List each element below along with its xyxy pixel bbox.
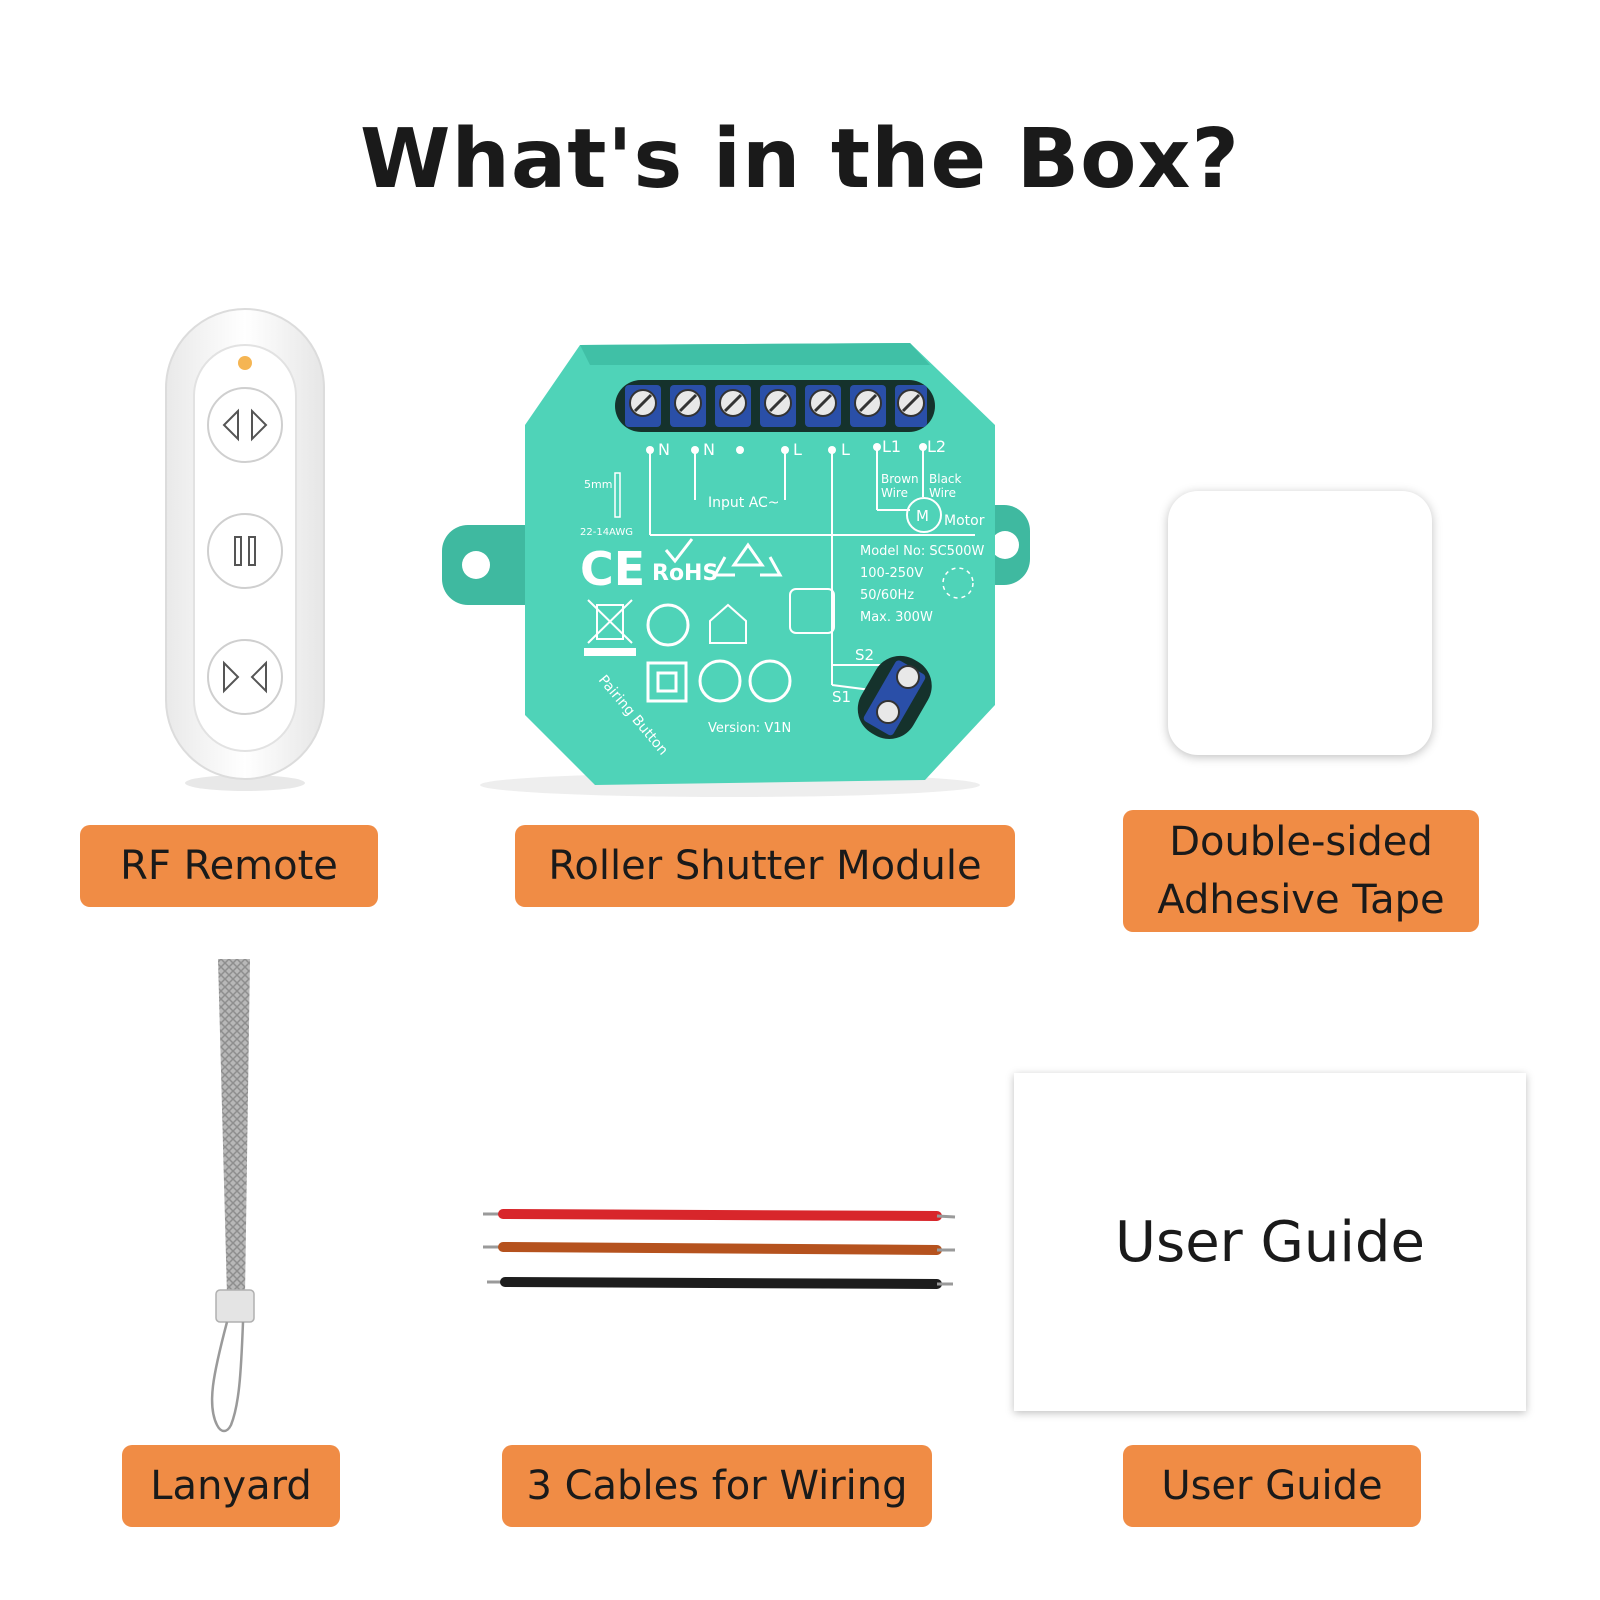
label-cables: 3 Cables for Wiring bbox=[502, 1445, 932, 1527]
svg-text:Motor: Motor bbox=[944, 513, 985, 529]
svg-text:Version: V1N: Version: V1N bbox=[708, 721, 791, 736]
pause-icon bbox=[234, 536, 256, 566]
weee-bin-icon bbox=[584, 599, 636, 656]
tidy-man-icon bbox=[698, 659, 742, 703]
svg-text:Wire: Wire bbox=[881, 486, 908, 500]
svg-text:RoHS: RoHS bbox=[652, 561, 718, 586]
red-cable bbox=[483, 1209, 956, 1221]
motor-symbol-icon bbox=[906, 497, 942, 533]
label-lanyard: Lanyard bbox=[122, 1445, 340, 1527]
svg-text:Wire: Wire bbox=[929, 486, 956, 500]
brown-cable bbox=[483, 1242, 955, 1255]
up-down-switch-icon bbox=[789, 588, 835, 634]
svg-text:Max. 300W: Max. 300W bbox=[860, 610, 933, 625]
svg-text:S2: S2 bbox=[855, 646, 874, 664]
wiring-cables bbox=[483, 1209, 956, 1289]
svg-text:L: L bbox=[841, 440, 850, 459]
label-roller-shutter-module: Roller Shutter Module bbox=[515, 825, 1015, 907]
svg-text:N: N bbox=[703, 440, 715, 459]
stop-button[interactable] bbox=[207, 513, 283, 589]
house-icon bbox=[709, 603, 747, 644]
dashed-ring-icon bbox=[942, 567, 974, 599]
lanyard bbox=[210, 959, 255, 1433]
svg-text:CE: CE bbox=[580, 542, 645, 596]
svg-text:Input AC~: Input AC~ bbox=[708, 495, 780, 511]
rf-remote bbox=[165, 308, 325, 791]
close-button[interactable] bbox=[207, 639, 283, 715]
user-guide-booklet: User Guide bbox=[1014, 1073, 1526, 1411]
svg-text:S1: S1 bbox=[832, 688, 851, 706]
black-cable bbox=[487, 1277, 953, 1289]
adhesive-tape bbox=[1168, 491, 1432, 755]
svg-text:22-14AWG: 22-14AWG bbox=[580, 527, 633, 538]
svg-text:L2: L2 bbox=[927, 437, 946, 456]
svg-text:50/60Hz: 50/60Hz bbox=[860, 588, 914, 603]
green-dot-icon-2 bbox=[748, 659, 792, 703]
rohs-check-icon bbox=[664, 538, 694, 564]
svg-text:M: M bbox=[916, 507, 929, 525]
led-indicator-icon bbox=[238, 356, 252, 370]
svg-text:100-250V: 100-250V bbox=[860, 566, 923, 581]
page-title: What's in the Box? bbox=[360, 112, 1240, 207]
lanyard-clip bbox=[215, 1289, 255, 1323]
svg-text:N: N bbox=[658, 440, 670, 459]
open-button[interactable] bbox=[207, 387, 283, 463]
svg-text:L: L bbox=[793, 440, 802, 459]
double-insulation-icon bbox=[646, 661, 688, 703]
mounting-hole-right-icon bbox=[991, 531, 1019, 559]
open-arrows-icon bbox=[222, 408, 268, 442]
svg-text:Brown: Brown bbox=[881, 472, 919, 486]
green-dot-icon bbox=[646, 603, 690, 647]
recycle-icon bbox=[712, 542, 783, 577]
svg-text:L1: L1 bbox=[882, 437, 901, 456]
label-user-guide: User Guide bbox=[1123, 1445, 1421, 1527]
label-rf-remote: RF Remote bbox=[80, 825, 378, 907]
svg-text:5mm: 5mm bbox=[584, 478, 612, 491]
mounting-hole-left-icon bbox=[462, 551, 490, 579]
svg-text:Model No: SC500W: Model No: SC500W bbox=[860, 544, 984, 559]
label-adhesive-tape: Double-sided Adhesive Tape bbox=[1123, 810, 1479, 932]
svg-text:Black: Black bbox=[929, 472, 962, 486]
roller-shutter-module: N N L L L1 L2 Input AC~ Brown Wire Black… bbox=[442, 343, 1030, 797]
user-guide-cover-text: User Guide bbox=[1115, 1209, 1425, 1275]
close-arrows-icon bbox=[223, 660, 267, 694]
